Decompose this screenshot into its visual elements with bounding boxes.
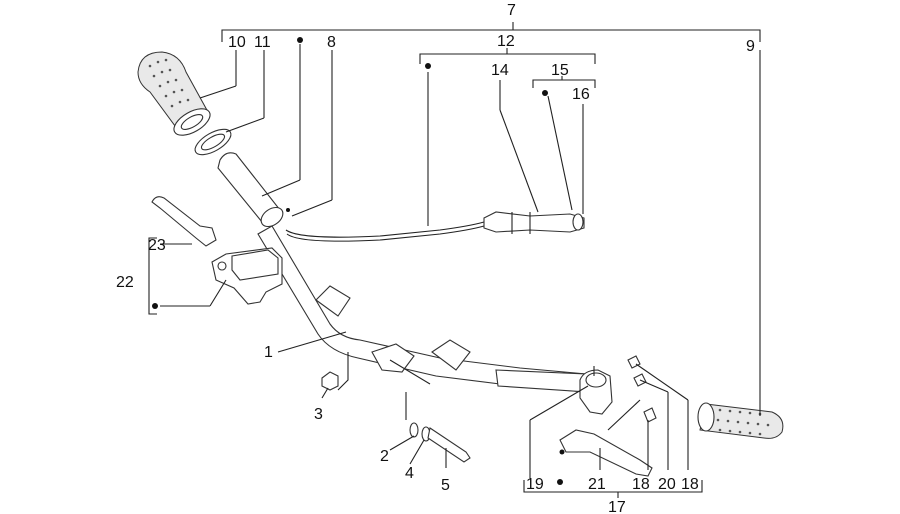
bracket-7: [221, 22, 761, 42]
label-2: 2: [380, 448, 389, 465]
right-grip: [697, 402, 784, 439]
label-3: 3: [314, 406, 323, 423]
left-brake-lever: [151, 196, 217, 247]
bullet-dots: [152, 37, 563, 485]
label-5: 5: [441, 477, 450, 494]
label-18-right: 18: [681, 476, 699, 493]
nut-3: [321, 371, 339, 391]
label-15: 15: [551, 62, 569, 79]
bracket-17: [523, 480, 703, 498]
label-16: 16: [572, 86, 590, 103]
label-8: 8: [327, 34, 336, 51]
label-19: 19: [526, 476, 544, 493]
bracket-12: [419, 48, 596, 64]
label-4: 4: [405, 465, 414, 482]
label-7: 7: [507, 2, 516, 19]
throttle-cable: [285, 211, 585, 242]
label-11: 11: [254, 34, 271, 51]
right-switch-housing: [579, 355, 657, 423]
washers-and-bolt: [409, 422, 471, 463]
label-12: 12: [497, 33, 515, 50]
label-10: 10: [228, 34, 246, 51]
bracket-22: [148, 237, 157, 315]
label-18-left: 18: [632, 476, 650, 493]
right-brake-lever: [559, 429, 653, 477]
label-20: 20: [658, 476, 676, 493]
throttle-sleeve: [217, 152, 290, 228]
label-21: 21: [588, 476, 606, 493]
label-14: 14: [491, 62, 509, 79]
washer-ring: [194, 128, 232, 156]
leader-lines: [160, 44, 761, 478]
label-1: 1: [264, 344, 273, 361]
left-grip: [137, 51, 211, 136]
bracket-15: [532, 76, 596, 88]
label-23: 23: [148, 237, 166, 254]
label-22: 22: [116, 274, 134, 291]
label-9: 9: [746, 38, 755, 55]
handlebar-tube: [257, 225, 589, 420]
master-cylinder: [211, 247, 283, 305]
label-17: 17: [608, 499, 626, 514]
